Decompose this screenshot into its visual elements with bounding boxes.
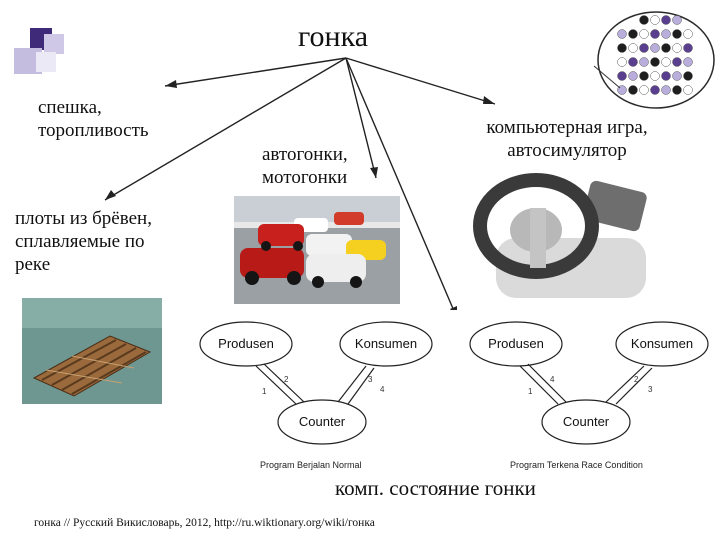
decor-dot — [672, 43, 682, 53]
decor-dot — [617, 29, 627, 39]
node-counter: Counter — [299, 414, 346, 429]
caption-race: Program Terkena Race Condition — [510, 460, 643, 470]
decor-dot — [628, 85, 638, 95]
edge-label: 3 — [368, 375, 373, 384]
decor-dot — [650, 57, 660, 67]
race-condition-diagrams: Produsen Konsumen Counter Produsen Konsu… — [198, 310, 718, 476]
edge-label: 1 — [262, 387, 267, 396]
decor-dot — [683, 57, 693, 67]
caption-normal: Program Berjalan Normal — [260, 460, 362, 470]
decor-dot — [650, 15, 660, 25]
decor-dot — [639, 85, 649, 95]
edge-label: 2 — [284, 375, 289, 384]
decor-dot — [683, 43, 693, 53]
decor-dot — [661, 29, 671, 39]
race-cars-photo — [234, 196, 400, 304]
label-computer: компьютерная игра, автосимулятор — [486, 117, 648, 161]
label-motorsport: автогонки, мотогонки — [262, 144, 348, 188]
edge-label: 3 — [648, 385, 653, 394]
state-label: комп. состояние гонки — [335, 476, 536, 500]
decor-dot — [672, 85, 682, 95]
decor-dot — [628, 43, 638, 53]
decor-dot — [650, 71, 660, 81]
decor-dot — [672, 15, 682, 25]
footnote: гонка // Русский Викисловарь, 2012, http… — [34, 517, 375, 529]
node-consumer: Konsumen — [355, 336, 417, 351]
decor-dot — [628, 57, 638, 67]
decor-dot — [661, 57, 671, 67]
node-consumer: Konsumen — [631, 336, 693, 351]
diagram-normal — [199, 321, 433, 445]
decor-dot — [639, 29, 649, 39]
edge-label: 2 — [634, 375, 639, 384]
decor-dot — [650, 85, 660, 95]
title: гонка — [298, 20, 369, 53]
decor-dot — [661, 15, 671, 25]
decor-dot — [628, 71, 638, 81]
node-producer: Produsen — [488, 336, 544, 351]
label-haste: спешка, торопливость — [38, 97, 149, 141]
diagram-race — [469, 321, 709, 445]
decor-dot-circle — [593, 11, 715, 109]
edge-label: 4 — [550, 375, 555, 384]
decor-dot — [672, 29, 682, 39]
decor-dot — [639, 15, 649, 25]
decor-dot — [639, 71, 649, 81]
decor-dot — [672, 71, 682, 81]
edge-label: 1 — [528, 387, 533, 396]
decor-dot — [661, 71, 671, 81]
decor-dot — [617, 71, 627, 81]
edge-label: 4 — [380, 385, 385, 394]
decor-dot — [617, 43, 627, 53]
node-counter: Counter — [563, 414, 610, 429]
decor-dot — [672, 57, 682, 67]
decor-dot — [661, 43, 671, 53]
decor-dot — [661, 85, 671, 95]
decor-dot — [628, 29, 638, 39]
steering-wheel-photo — [473, 173, 647, 298]
node-producer: Produsen — [218, 336, 274, 351]
decor-squares — [14, 28, 64, 74]
decor-dot — [683, 29, 693, 39]
decor-dot — [639, 57, 649, 67]
decor-dot — [650, 43, 660, 53]
decor-dot — [617, 57, 627, 67]
label-rafts: плоты из брёвен, сплавляемые по реке — [15, 208, 152, 275]
decor-dot — [650, 29, 660, 39]
raft-photo — [22, 298, 162, 404]
decor-dot — [639, 43, 649, 53]
decor-dot — [683, 85, 693, 95]
decor-dot — [683, 71, 693, 81]
